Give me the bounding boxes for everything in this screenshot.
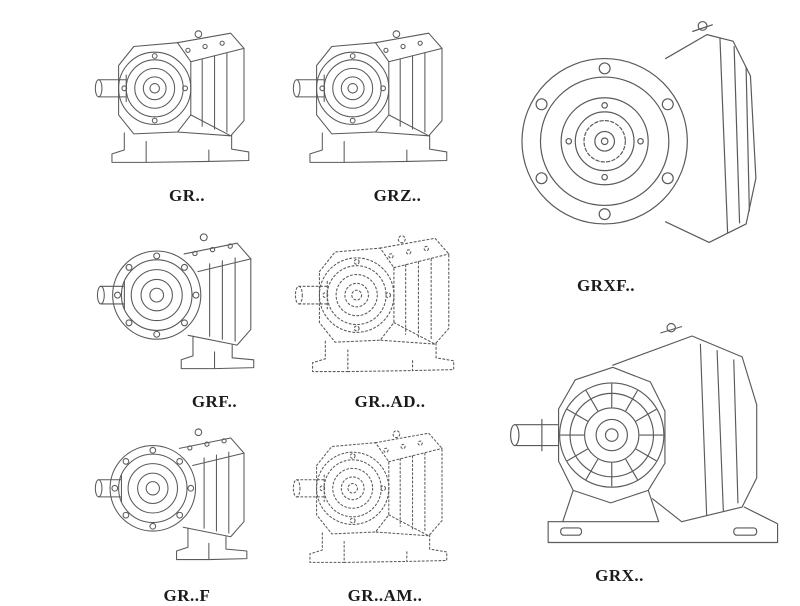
gr-ad-gearbox-drawing [292, 212, 488, 390]
grx-gearbox-drawing [496, 302, 788, 564]
figure-label-gr: GR.. [169, 186, 205, 205]
figure-gr-ad: GR..AD.. [292, 212, 488, 412]
gr-gearbox-drawing [92, 4, 282, 184]
grz-gearbox-drawing [290, 4, 480, 184]
grf-gearbox-drawing [94, 212, 290, 390]
figure-label-grf: GRF.. [191, 392, 238, 411]
figure-grxf: GRXF.. [502, 2, 790, 296]
figure-grx: GRX.. [496, 302, 788, 586]
gr-f-gearbox-drawing [92, 404, 282, 584]
figure-gr: GR.. [92, 4, 282, 206]
figure-label-grz: GRZ.. [373, 186, 422, 205]
figure-label-gr-am: GR..AM.. [347, 586, 423, 605]
grxf-gearbox-drawing [503, 2, 789, 274]
figure-label-gr-f: GR..F [163, 586, 211, 605]
figure-label-grx: GRX.. [595, 566, 644, 585]
figure-label-grxf: GRXF.. [576, 276, 636, 295]
figure-label-gr-ad: GR..AD.. [354, 392, 426, 411]
figure-gr-f: GR..F [92, 404, 282, 606]
figure-gr-am: GR..AM.. [290, 404, 480, 606]
figure-grf: GRF.. [94, 212, 290, 412]
figure-grz: GRZ.. [290, 4, 480, 206]
gr-am-gearbox-drawing [290, 404, 480, 584]
